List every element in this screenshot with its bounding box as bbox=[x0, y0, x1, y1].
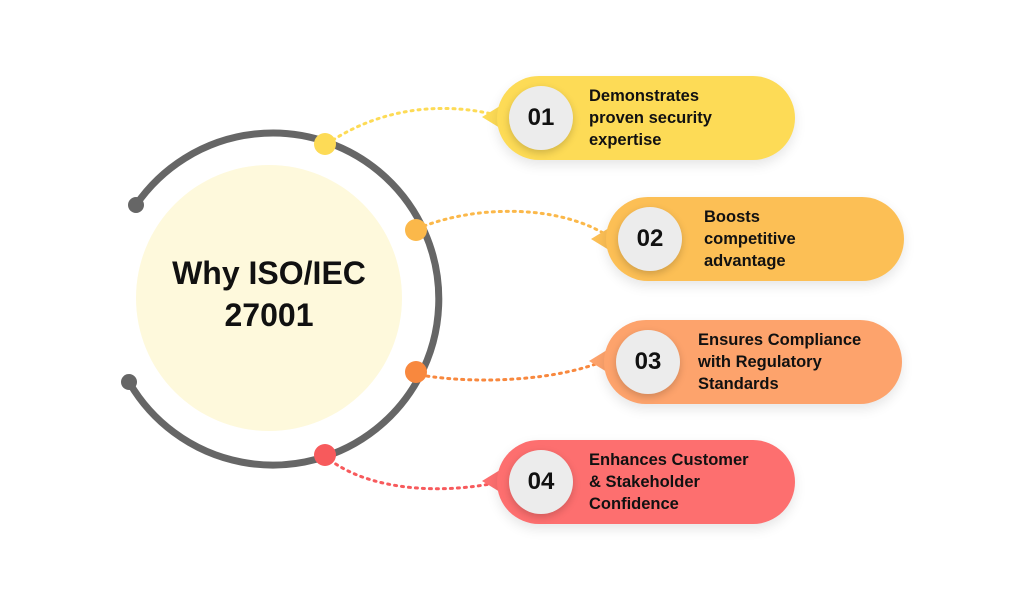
number-badge-02: 02 bbox=[618, 207, 682, 271]
benefit-03-line2: with Regulatory bbox=[698, 353, 822, 371]
benefit-text-04: Enhances Customer & Stakeholder Confiden… bbox=[589, 440, 789, 524]
connector-line-04 bbox=[328, 458, 502, 491]
center-title: Why ISO/IEC 27001 bbox=[138, 252, 400, 336]
center-title-line1: Why ISO/IEC bbox=[172, 255, 366, 291]
benefit-04-line2: & Stakeholder bbox=[589, 473, 700, 491]
ring-end-cap-bottom bbox=[121, 374, 137, 390]
benefit-01-line2: proven security bbox=[589, 109, 712, 127]
benefit-03-line1: Ensures Compliance bbox=[698, 331, 862, 349]
ring-end-cap-top bbox=[128, 197, 144, 213]
connector-line-03 bbox=[418, 358, 608, 382]
benefit-card-01: 01 Demonstrates proven security expertis… bbox=[497, 76, 795, 160]
pointer-03 bbox=[589, 350, 607, 372]
benefit-01-line1: Demonstrates bbox=[589, 87, 700, 105]
benefit-03-line3: Standards bbox=[698, 375, 779, 393]
benefit-card-03: 03 Ensures Compliance with Regulatory St… bbox=[604, 320, 902, 404]
number-badge-01: 01 bbox=[509, 86, 573, 150]
benefit-text-01: Demonstrates proven security expertise bbox=[589, 76, 781, 160]
benefit-card-04: 04 Enhances Customer & Stakeholder Confi… bbox=[497, 440, 795, 524]
benefit-02-line1: Boosts bbox=[704, 208, 760, 226]
ring-dot-02 bbox=[405, 219, 427, 241]
benefit-02-line2: competitive bbox=[704, 230, 796, 248]
pointer-04 bbox=[482, 470, 500, 492]
ring-dot-01 bbox=[314, 133, 336, 155]
ring-dot-04 bbox=[314, 444, 336, 466]
benefit-02-line3: advantage bbox=[704, 252, 786, 270]
ring-dot-03 bbox=[405, 361, 427, 383]
outer-ring-arc bbox=[125, 129, 443, 469]
benefit-04-line3: Confidence bbox=[589, 495, 679, 513]
center-title-line2: 27001 bbox=[224, 297, 314, 333]
benefit-04-line1: Enhances Customer bbox=[589, 451, 749, 469]
benefit-01-line3: expertise bbox=[589, 131, 662, 149]
benefit-text-02: Boosts competitive advantage bbox=[704, 197, 890, 281]
number-badge-04: 04 bbox=[509, 450, 573, 514]
connector-line-01 bbox=[331, 107, 502, 142]
benefit-card-02: 02 Boosts competitive advantage bbox=[606, 197, 904, 281]
pointer-01 bbox=[482, 106, 500, 128]
connector-line-02 bbox=[422, 209, 610, 238]
number-badge-03: 03 bbox=[616, 330, 680, 394]
center-circle bbox=[136, 165, 402, 431]
pointer-02 bbox=[591, 228, 609, 250]
benefit-text-03: Ensures Compliance with Regulatory Stand… bbox=[698, 320, 896, 404]
